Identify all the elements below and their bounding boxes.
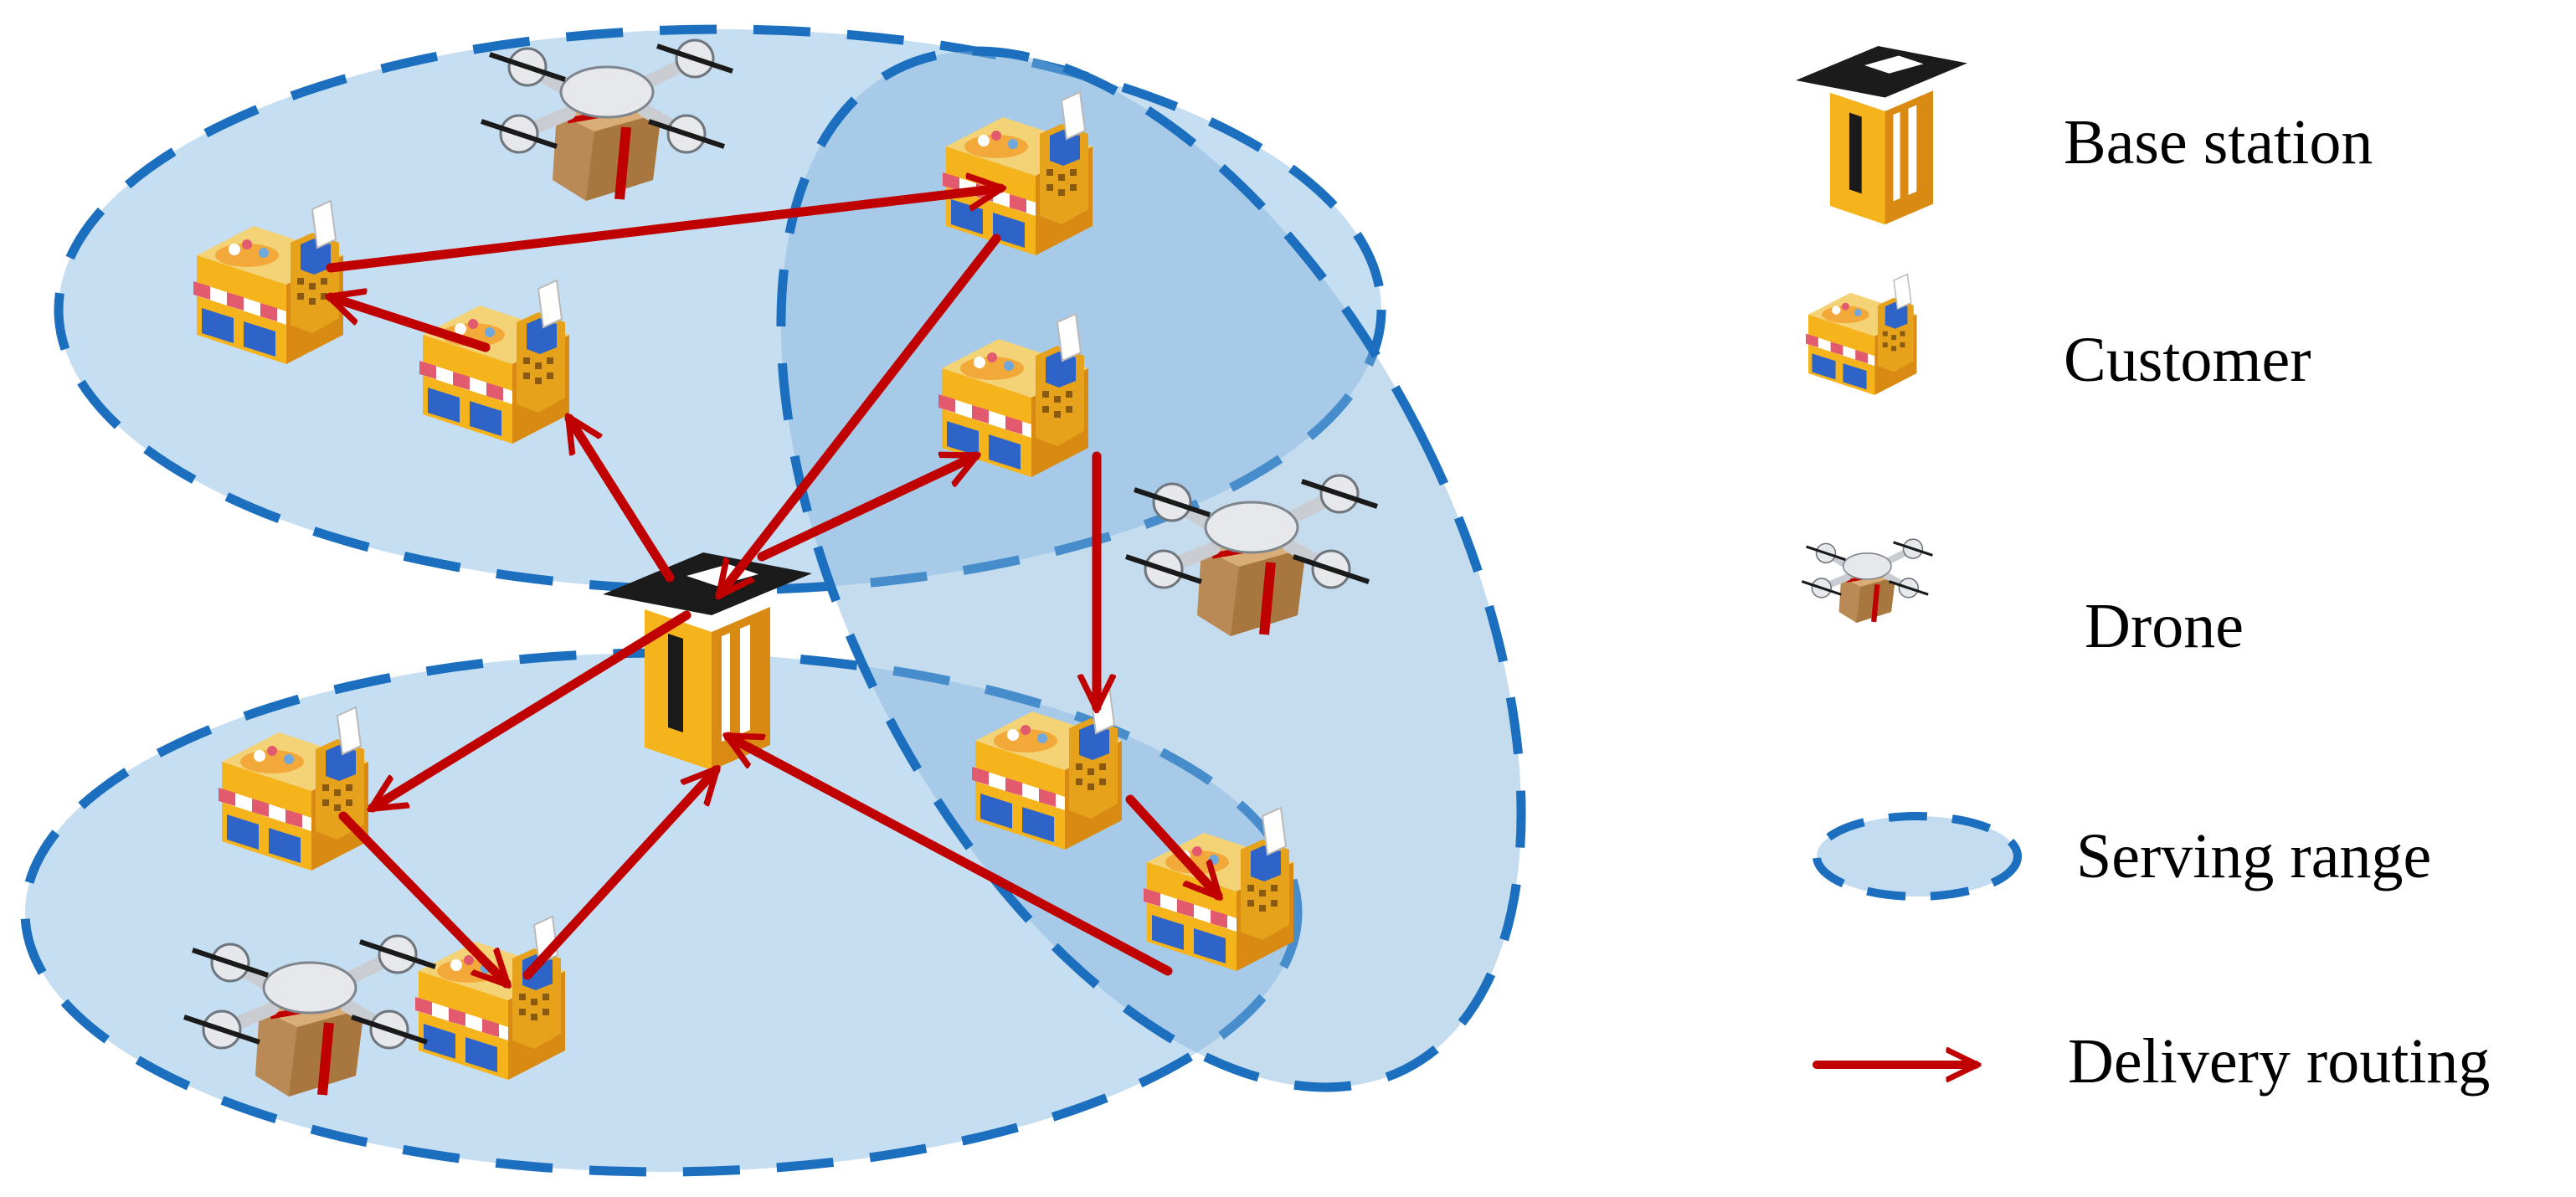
legend-delivery-routing-label: Delivery routing bbox=[2068, 1026, 2491, 1097]
legend-base-station-icon bbox=[1796, 46, 1967, 225]
route-arrow bbox=[522, 770, 716, 980]
legend-customer-label: Customer bbox=[2064, 325, 2311, 395]
route-arrow bbox=[326, 188, 1000, 273]
legend-customer-icon bbox=[1805, 273, 1918, 396]
legend-serving-range-icon bbox=[1812, 812, 2022, 901]
route-arrow bbox=[757, 451, 975, 562]
delivery-routes bbox=[331, 188, 1218, 984]
route-arrow bbox=[331, 297, 491, 352]
legend-serving-range-label: Serving range bbox=[2076, 821, 2432, 891]
legend-base-station-label: Base station bbox=[2064, 107, 2373, 177]
route-arrow bbox=[1125, 794, 1218, 896]
legend-drone-label: Drone bbox=[2085, 591, 2244, 661]
route-arrow bbox=[569, 419, 675, 583]
legend bbox=[1796, 46, 2022, 1065]
legend-drone-icon bbox=[1802, 539, 1932, 623]
route-arrow bbox=[338, 811, 506, 984]
route-arrow bbox=[373, 610, 692, 808]
route-arrow bbox=[728, 732, 1173, 976]
route-arrow bbox=[720, 234, 1001, 594]
